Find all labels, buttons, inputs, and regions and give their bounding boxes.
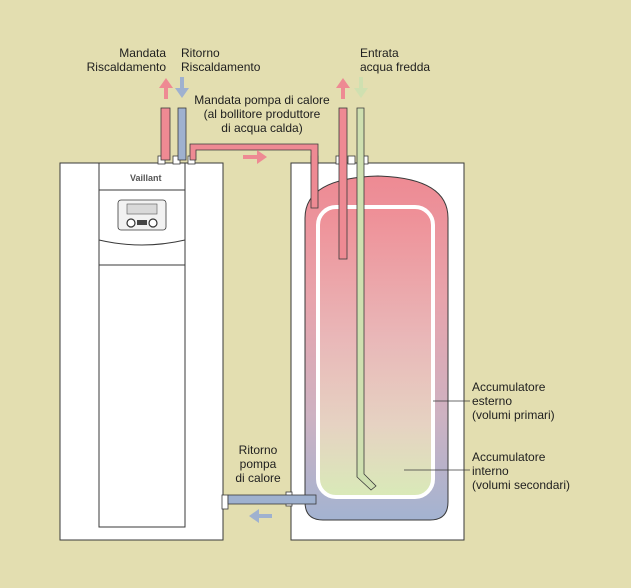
label-mandata-pompa: Mandata pompa di calore (al bollitore pr… [192, 93, 332, 135]
arrow-down-acqua-fredda-icon [354, 77, 368, 98]
label-line: Riscaldamento [181, 60, 261, 74]
arrow-left-ritorno-pompa-icon [249, 509, 272, 523]
flow-arrows [159, 77, 368, 523]
control-knob-right [148, 218, 158, 228]
label-line: Riscaldamento [86, 60, 166, 74]
label-line: di calore [235, 471, 281, 485]
pipe-mandata-riscaldamento [160, 107, 171, 161]
pipe-ritorno-riscaldamento [177, 107, 187, 161]
pipe-acqua-calda [338, 107, 348, 260]
label-ritorno-riscaldamento: Ritorno Riscaldamento [181, 46, 260, 74]
label-accumulatore-interno: Accumulatore interno (volumi secondari) [472, 450, 570, 492]
pipes [160, 107, 377, 505]
label-line: interno [472, 464, 509, 478]
arrow-up-acqua-calda-icon [336, 78, 350, 99]
label-line: Mandata pompa di calore [194, 93, 330, 107]
label-line: Ritorno [238, 443, 278, 457]
label-accumulatore-esterno: Accumulatore esterno (volumi primari) [472, 380, 555, 422]
label-line: (volumi secondari) [472, 478, 571, 492]
heat-pump-logo: Vaillant [130, 173, 162, 183]
label-line: (al bollitore produttore [203, 107, 321, 121]
arrow-up-mandata-icon [159, 78, 173, 99]
control-knob-left [126, 218, 136, 228]
label-mandata-riscaldamento: Mandata Riscaldamento [70, 46, 166, 74]
inner-accumulator [316, 205, 435, 499]
label-ritorno-pompa: Ritorno pompa di calore [225, 443, 291, 485]
storage-tank-unit [285, 155, 465, 541]
label-line: Ritorno [181, 46, 220, 60]
label-line: Mandata [119, 46, 166, 60]
label-line: esterno [472, 394, 513, 408]
heat-pump-unit: Vaillant [59, 155, 229, 541]
label-line: (volumi primari) [472, 408, 555, 422]
pipe-entrata-acqua-fredda [356, 107, 377, 491]
label-line: Accumulatore [472, 380, 546, 394]
label-line: Accumulatore [472, 450, 546, 464]
label-entrata-acqua-fredda: Entrata acqua fredda [360, 46, 430, 74]
arrow-down-ritorno-icon [175, 77, 189, 98]
pipe-mandata-pompa [189, 143, 319, 209]
label-line: di acqua calda) [221, 121, 303, 135]
label-line: pompa [239, 457, 277, 471]
pipe-ritorno-pompa [227, 494, 317, 505]
label-line: acqua fredda [360, 60, 431, 74]
label-line: Entrata [360, 46, 399, 60]
arrow-right-mandata-pompa-icon [243, 150, 267, 164]
